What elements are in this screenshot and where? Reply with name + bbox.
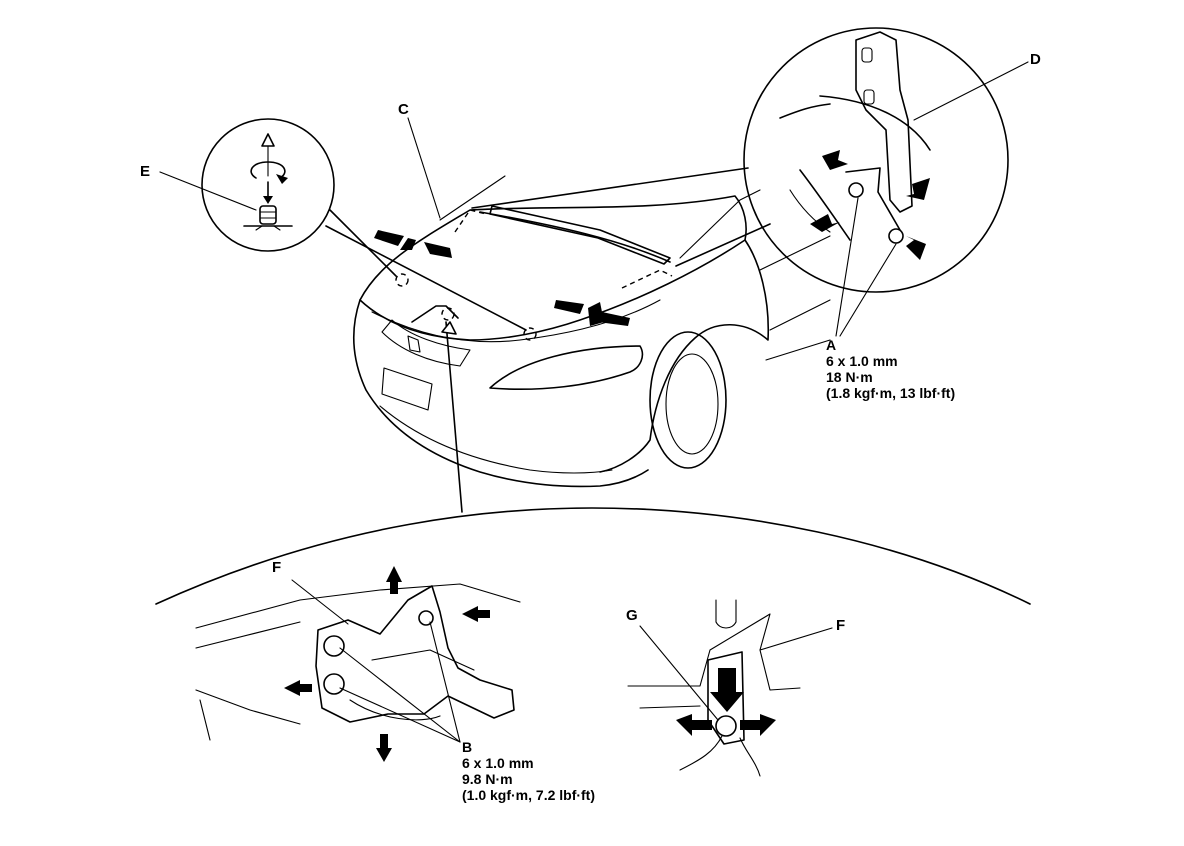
bumper-lower-line	[379, 405, 613, 474]
radiator-support	[195, 583, 521, 741]
car-front-view	[352, 175, 831, 488]
arrow-up	[386, 566, 402, 594]
detail-d-circle	[471, 27, 1029, 337]
windshield-edge-left	[439, 175, 506, 221]
latch-dashed	[441, 307, 455, 321]
label-c: C	[398, 101, 409, 118]
license-plate	[381, 367, 433, 411]
latch-detail-panel	[155, 321, 1031, 777]
right-headlight	[489, 345, 644, 390]
spec-a-torque: 18 N·m	[826, 369, 873, 385]
label-a: A	[826, 337, 836, 353]
label-g: G	[626, 607, 638, 624]
latch-bolt-lower	[323, 673, 345, 695]
front-bumper	[352, 299, 649, 488]
detail-e-circle	[159, 118, 527, 331]
label-e: E	[140, 163, 150, 180]
hinge-bolt-upper	[848, 182, 864, 198]
label-b: B	[462, 739, 472, 755]
latch-small	[411, 305, 459, 323]
wiper-blade	[489, 205, 671, 265]
hood-gap-arrows-left	[374, 230, 452, 258]
label-f-left: F	[272, 559, 281, 576]
detail-arc	[155, 507, 1031, 605]
striker-body	[627, 613, 801, 709]
spec-b-size: 6 x 1.0 mm	[462, 755, 534, 771]
label-d: D	[1030, 51, 1041, 68]
latch-bolt-upper	[323, 635, 345, 657]
right-fender	[599, 239, 770, 473]
spec-b-torque-alt: (1.0 kgf·m, 7.2 lbf·ft)	[462, 787, 595, 803]
spec-b-torque: 9.8 N·m	[462, 771, 513, 787]
windshield-base	[479, 211, 671, 263]
latch-bolt-side	[418, 610, 434, 626]
hood-bumper-right	[523, 327, 537, 341]
arrow-right	[462, 606, 490, 622]
hood-gap-arrows-right	[554, 300, 630, 326]
arrow-left	[284, 680, 312, 696]
spec-a-size: 6 x 1.0 mm	[826, 353, 898, 369]
windshield-edge-right	[679, 189, 761, 259]
honda-emblem	[407, 335, 421, 353]
spec-a-torque-alt: (1.8 kgf·m, 13 lbf·ft)	[826, 385, 955, 401]
label-f-right: F	[836, 617, 845, 634]
side-body-line	[759, 235, 831, 361]
arrow-down	[376, 734, 392, 762]
hood-bumper-left	[395, 273, 409, 287]
hood-hinge-d	[855, 31, 913, 213]
striker-g	[715, 715, 737, 737]
left-hinge-hidden	[454, 209, 487, 233]
grille	[381, 319, 471, 367]
hood-bumper-detail	[259, 205, 277, 225]
leader-c	[407, 117, 441, 219]
wheel-rim	[665, 353, 719, 455]
front-wheel	[649, 331, 727, 469]
hood-latch-f	[315, 585, 515, 723]
hinge-bolt-lower	[888, 228, 904, 244]
